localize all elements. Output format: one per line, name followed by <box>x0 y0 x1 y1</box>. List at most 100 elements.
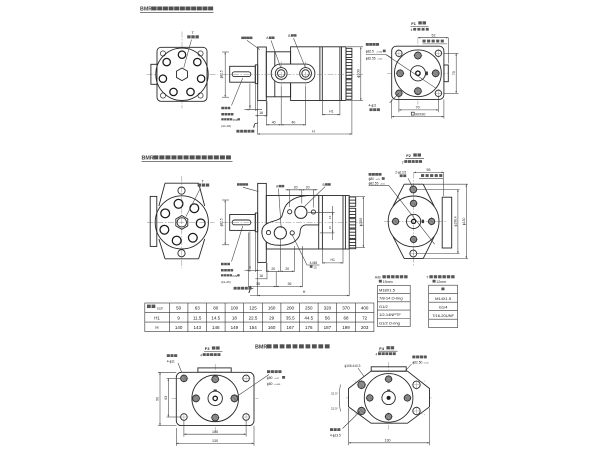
svg-text:199: 199 <box>342 325 350 330</box>
svg-text:125: 125 <box>249 306 257 311</box>
svg-text:A/B: A/B <box>375 276 381 280</box>
svg-text:ϕ130: ϕ130 <box>462 218 466 226</box>
svg-text:ϕ100: ϕ100 <box>359 218 363 226</box>
svg-text:H1: H1 <box>329 110 333 114</box>
svg-text:200: 200 <box>286 306 294 311</box>
svg-text:29: 29 <box>269 315 275 320</box>
svg-text:4-ϕ11: 4-ϕ11 <box>369 104 377 108</box>
svg-text:M14X1.5: M14X1.5 <box>435 296 452 301</box>
svg-text:+0.05: +0.05 <box>380 183 385 185</box>
svg-text:56: 56 <box>325 315 331 320</box>
svg-text:370: 370 <box>342 306 350 311</box>
svg-text:G1/2 O-ring: G1/2 O-ring <box>379 320 400 325</box>
svg-text:H1: H1 <box>154 315 160 320</box>
svg-text:A: A <box>266 36 269 40</box>
svg-text:P29: P29 <box>233 274 238 278</box>
svg-text:400: 400 <box>361 306 369 311</box>
svg-text:+0.038: +0.038 <box>274 384 281 386</box>
svg-text:cc/r: cc/r <box>157 306 164 310</box>
svg-text:130: 130 <box>212 439 218 443</box>
svg-text:7/8-14 O-ring: 7/8-14 O-ring <box>379 296 403 301</box>
svg-text:+0.05: +0.05 <box>423 362 429 364</box>
svg-text:70: 70 <box>416 105 420 109</box>
svg-text:T: T <box>426 276 429 280</box>
svg-text:250: 250 <box>305 306 313 311</box>
svg-text:143: 143 <box>193 325 201 330</box>
svg-text:H: H <box>312 130 315 134</box>
svg-text:11.5: 11.5 <box>193 315 202 320</box>
svg-text:18: 18 <box>232 315 238 320</box>
svg-text:20: 20 <box>271 267 275 271</box>
svg-text:36: 36 <box>288 282 292 286</box>
svg-text:140: 140 <box>175 325 183 330</box>
svg-text:+0.05: +0.05 <box>377 59 382 61</box>
svg-text:H: H <box>155 325 158 330</box>
svg-text:16: 16 <box>328 226 332 230</box>
svg-text:15mm: 15mm <box>383 280 393 284</box>
svg-text:100: 100 <box>231 306 239 311</box>
svg-text:35.5: 35.5 <box>286 315 295 320</box>
svg-text:176: 176 <box>305 325 313 330</box>
svg-text:4: 4 <box>411 28 413 32</box>
svg-text:149: 149 <box>231 325 239 330</box>
svg-text:4-ϕ13.5: 4-ϕ13.5 <box>330 433 341 437</box>
svg-text:B: B <box>288 34 291 38</box>
svg-text:63: 63 <box>164 396 168 400</box>
svg-text:4-M8: 4-M8 <box>310 261 318 265</box>
svg-text:F1: F1 <box>411 21 416 26</box>
svg-text:80: 80 <box>213 306 219 311</box>
svg-text:ϕ106.4±0.3: ϕ106.4±0.3 <box>345 364 361 368</box>
svg-text:4-ϕ11: 4-ϕ11 <box>167 359 175 363</box>
svg-text:ϕ82.5: ϕ82.5 <box>366 50 374 54</box>
svg-text:4: 4 <box>200 353 202 357</box>
svg-text:203: 203 <box>361 325 369 330</box>
svg-text:22.5°: 22.5° <box>331 391 339 395</box>
svg-text:BMR: BMR <box>142 155 154 161</box>
svg-text:BMR: BMR <box>140 6 152 12</box>
svg-text:40: 40 <box>272 120 276 124</box>
svg-text:F4: F4 <box>379 346 384 351</box>
svg-text:+0.034: +0.034 <box>376 52 382 54</box>
svg-text:P29: P29 <box>233 118 238 122</box>
svg-text:70: 70 <box>452 71 456 75</box>
svg-text:2-ϕ13.5: 2-ϕ13.5 <box>395 170 406 174</box>
svg-text:7/16-20UNF: 7/16-20UNF <box>432 313 454 318</box>
svg-text:68: 68 <box>343 315 349 320</box>
svg-text:B: B <box>323 183 326 187</box>
svg-text:H1: H1 <box>331 258 335 262</box>
svg-text:T: T <box>202 179 205 183</box>
svg-text:16: 16 <box>259 274 263 278</box>
svg-text:ϕ80: ϕ80 <box>267 382 273 386</box>
svg-text:167: 167 <box>286 325 294 330</box>
svg-text:52: 52 <box>432 33 436 37</box>
svg-text:ϕ82.55: ϕ82.55 <box>369 181 379 185</box>
svg-text:16: 16 <box>328 215 332 219</box>
svg-text:2: 2 <box>402 160 404 164</box>
svg-text:+0.21: +0.21 <box>376 179 381 181</box>
svg-text:ϕ106.4: ϕ106.4 <box>453 216 457 226</box>
svg-text:ϕ80: ϕ80 <box>369 177 375 181</box>
svg-text:G1/4: G1/4 <box>439 305 448 310</box>
svg-text:20: 20 <box>306 185 310 189</box>
svg-text:6: 6 <box>249 266 251 270</box>
svg-text:55: 55 <box>427 168 431 172</box>
svg-text:22.5°: 22.5° <box>331 406 339 410</box>
svg-text:BMR: BMR <box>255 344 267 350</box>
svg-text:ϕ80: ϕ80 <box>267 376 273 380</box>
svg-text:320: 320 <box>324 306 332 311</box>
svg-text:M18X1.5: M18X1.5 <box>379 288 396 293</box>
svg-text:ϕ100: ϕ100 <box>356 69 360 77</box>
svg-text:H: H <box>303 290 306 294</box>
svg-text:6: 6 <box>249 105 251 109</box>
svg-text:50: 50 <box>176 306 182 311</box>
svg-text:160: 160 <box>268 306 276 311</box>
svg-text:ϕ82.5: ϕ82.5 <box>220 218 224 226</box>
svg-text:9: 9 <box>177 315 180 320</box>
svg-text:44.5: 44.5 <box>304 315 313 320</box>
svg-text:146: 146 <box>212 325 220 330</box>
svg-text:20: 20 <box>285 267 289 271</box>
svg-text:+0.21: +0.21 <box>274 378 280 380</box>
svg-text:160: 160 <box>268 325 276 330</box>
svg-text:G1/2: G1/2 <box>379 304 388 309</box>
svg-text:90X90: 90X90 <box>415 112 425 116</box>
